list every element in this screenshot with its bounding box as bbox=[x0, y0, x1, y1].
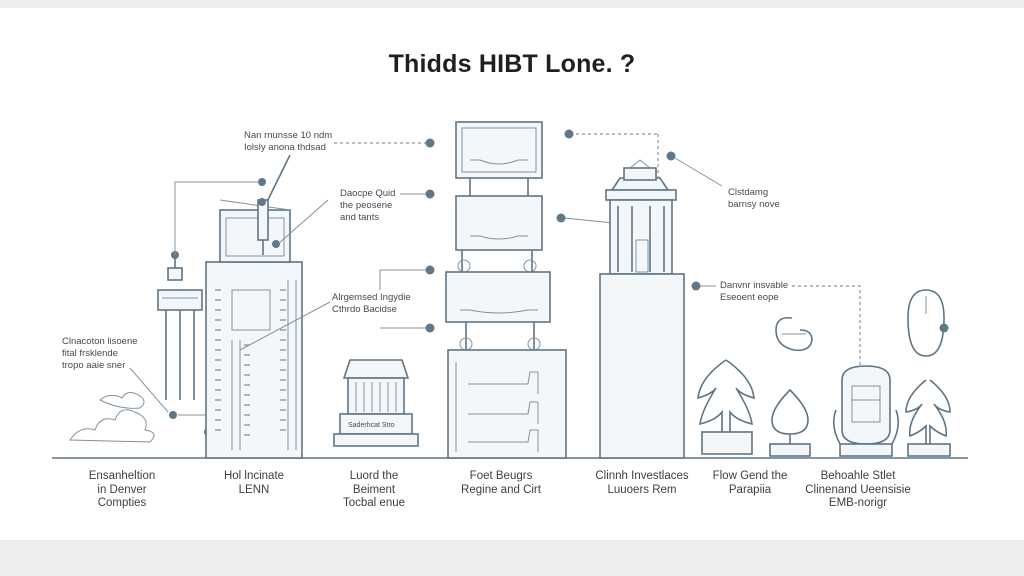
callout-top-right: Clstdamg barnsy nove bbox=[728, 187, 780, 210]
leaf-small-icon bbox=[905, 379, 951, 457]
marker-dot bbox=[272, 240, 280, 248]
marker-dot bbox=[169, 411, 177, 419]
callout-center-left: Alrgemsed Ingydie Cthrdo Bacidse bbox=[332, 292, 411, 315]
marker-dot bbox=[939, 323, 949, 333]
stacked-cabinet-icon bbox=[445, 121, 567, 459]
marker-dot bbox=[691, 281, 701, 291]
temple-building-icon bbox=[333, 359, 419, 447]
leader-line bbox=[239, 301, 331, 351]
leaf-plant-icon bbox=[697, 359, 755, 455]
leader-line bbox=[379, 269, 428, 290]
swirl-icon bbox=[775, 316, 813, 352]
backpack-icon bbox=[832, 365, 900, 457]
temple-plaque: Saderhcat Stro bbox=[348, 422, 395, 429]
marker-dot bbox=[258, 198, 266, 206]
callout-top-left: Nan rnunsse 10 ndm Iolsly anona thdsad bbox=[244, 130, 333, 153]
marker-dot bbox=[425, 138, 435, 148]
rock-cluster-icon bbox=[69, 392, 155, 443]
callout-left: Clnacoton lisoene fital frsklende tropo … bbox=[62, 336, 138, 371]
marker-dot bbox=[556, 213, 566, 223]
mouse-icon bbox=[907, 289, 945, 357]
leader-line bbox=[277, 199, 329, 245]
marker-dot bbox=[258, 178, 266, 186]
marker-dot bbox=[425, 323, 435, 333]
marker-dot bbox=[666, 151, 676, 161]
clock-tower-icon bbox=[599, 159, 685, 459]
diagram-title: Thidds HIBT Lone. ? bbox=[388, 50, 636, 78]
marker-dot bbox=[425, 265, 435, 275]
leader-line bbox=[129, 367, 169, 413]
leader-line bbox=[792, 285, 861, 368]
spade-shield-icon bbox=[769, 388, 811, 457]
antenna-tower-icon bbox=[157, 255, 203, 400]
callout-right: Danvnr insvable Eseoent eope bbox=[720, 280, 789, 303]
marker-dot bbox=[425, 189, 435, 199]
office-building-icon bbox=[205, 199, 303, 459]
callout-mid-left: Daocpe Quid the peosene and tants bbox=[340, 188, 396, 223]
window-pattern bbox=[215, 289, 286, 436]
marker-dot bbox=[564, 129, 574, 139]
leader-line bbox=[674, 157, 723, 187]
